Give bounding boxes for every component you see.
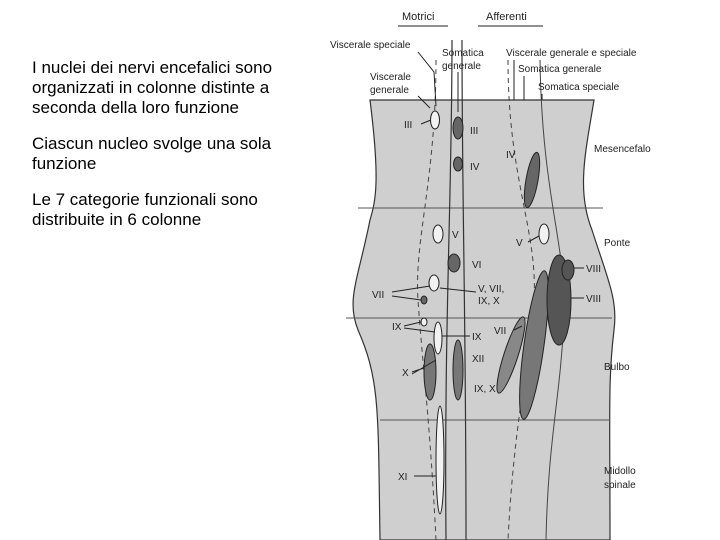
nerve-label-ix-x: IX, X: [474, 384, 496, 395]
cranial-nerve-nuclei-diagram: Motrici Afferenti Viscerale speciale Vis…: [318, 0, 718, 540]
region-spinal-cord-1: Midollo: [604, 466, 636, 477]
label-somatic-general-2: generale: [442, 61, 481, 72]
header-afferent: Afferenti: [486, 11, 527, 23]
label-visceral-general-1: Viscerale: [370, 72, 411, 83]
nucleus-vii-upper: [429, 275, 439, 291]
label-somatic-special-afferent: Somatica speciale: [538, 82, 620, 93]
nucleus-ambiguus: [434, 322, 442, 354]
nucleus-iii-left: [431, 111, 440, 129]
region-midbrain: Mesencefalo: [594, 144, 651, 155]
nucleus-trigeminal-principal: [539, 224, 549, 244]
nerve-label-x-left: X: [402, 368, 409, 379]
brainstem-outline: [353, 100, 615, 540]
nucleus-iv: [454, 157, 463, 171]
leader-visceral-special: [418, 52, 436, 106]
nucleus-cochlear: [562, 260, 574, 280]
nerve-label-ix-left: IX: [392, 322, 402, 333]
region-pons: Ponte: [604, 238, 631, 249]
text-paragraph-2: Ciascun nucleo svolge una sola funzione: [32, 134, 322, 174]
nerve-label-vi: VI: [472, 260, 481, 271]
label-somatic-general-1: Somatica: [442, 48, 484, 59]
header-motor: Motrici: [402, 11, 434, 23]
nerve-label-iii-left: III: [404, 120, 412, 131]
nerve-label-xii: XII: [472, 354, 484, 365]
nerve-label-vii-left: VII: [372, 290, 384, 301]
nucleus-ix-small: [421, 318, 427, 326]
nucleus-vi: [448, 254, 460, 272]
nerve-label-viii-lower: VIII: [586, 294, 601, 305]
text-paragraph-3: Le 7 categorie funzionali sono distribui…: [32, 190, 322, 230]
nerve-label-iv-afferent: IV: [506, 150, 516, 161]
nucleus-dorsal-vagal: [424, 344, 436, 400]
nerve-label-v-vii-ix-x-1: V, VII,: [478, 284, 504, 295]
region-medulla: Bulbo: [604, 362, 630, 373]
nerve-label-iii-right: III: [470, 126, 478, 137]
nucleus-iii-right: [453, 117, 463, 139]
nerve-label-ix-mid: IX: [472, 332, 482, 343]
nerve-label-iv: IV: [470, 162, 480, 173]
nerve-label-viii-upper: VIII: [586, 264, 601, 275]
label-somatic-general-afferent: Somatica generale: [518, 64, 602, 75]
region-spinal-cord-2: spinale: [604, 480, 636, 491]
text-paragraph-1: I nuclei dei nervi encefalici sono organ…: [32, 58, 322, 118]
nerve-label-v-motor: V: [452, 230, 459, 241]
nucleus-vii-small: [421, 296, 427, 304]
nerve-label-v-afferent: V: [516, 238, 523, 249]
nerve-label-xi: XI: [398, 472, 407, 483]
label-visceral-special: Viscerale speciale: [330, 40, 411, 51]
slide-text-block: I nuclei dei nervi encefalici sono organ…: [32, 58, 322, 246]
nerve-label-v-vii-ix-x-2: IX, X: [478, 296, 500, 307]
label-visceral-general-special-afferent: Viscerale generale e speciale: [506, 48, 637, 59]
label-visceral-general-2: generale: [370, 85, 409, 96]
nucleus-v-motor: [433, 225, 443, 243]
nucleus-xii: [453, 340, 463, 400]
nerve-label-vii-afferent: VII: [494, 326, 506, 337]
nucleus-xi: [436, 406, 444, 514]
